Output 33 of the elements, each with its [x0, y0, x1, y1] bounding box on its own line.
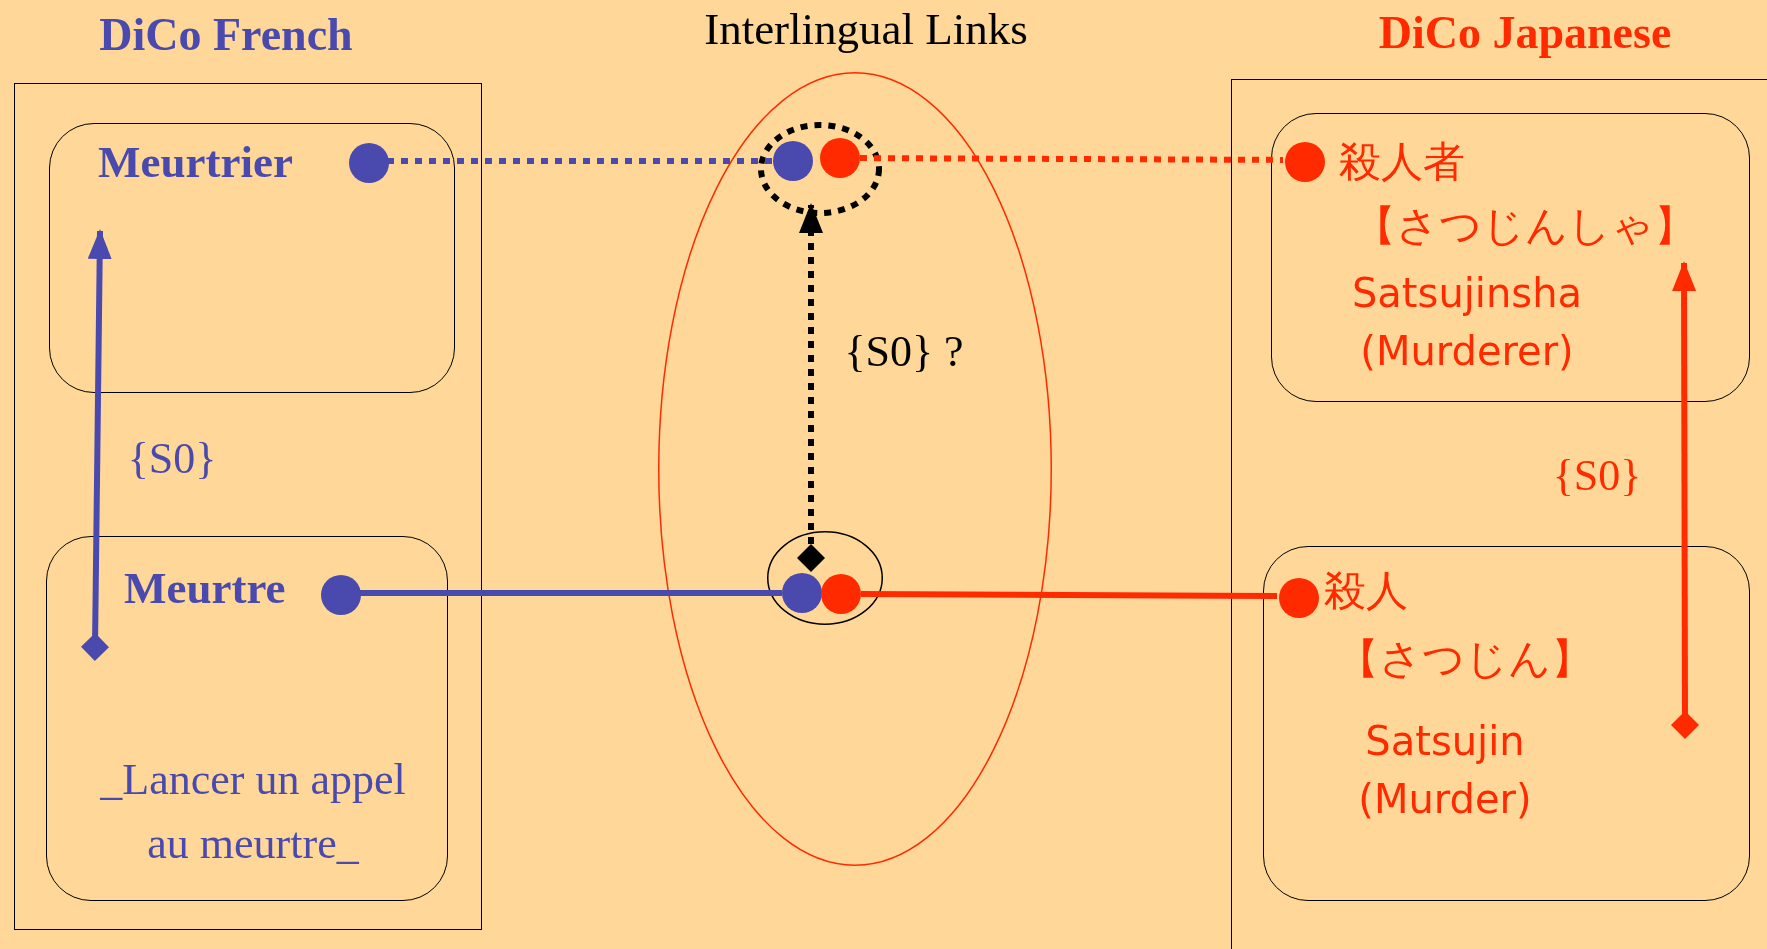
entry-gloss: _Lancer un appel au meurtre_ — [99, 754, 407, 870]
link-ellipse — [767, 531, 883, 625]
arrow — [1671, 261, 1699, 739]
link-dot — [821, 574, 861, 614]
link-line — [861, 591, 1277, 599]
link-dot — [349, 143, 389, 183]
link-dot — [782, 573, 822, 613]
link-line — [359, 590, 782, 596]
link-dot — [321, 575, 361, 615]
entry-reading: 【さつじん】 — [1337, 635, 1593, 683]
link-dot — [1285, 142, 1325, 182]
lexical-entry-box — [1263, 546, 1750, 901]
entry-gloss: Satsujinsha (Murderer) — [1350, 269, 1584, 376]
lexical-entry-box — [46, 536, 448, 901]
entry-headword: Meurtrier — [98, 138, 293, 188]
link-dot — [820, 138, 860, 178]
link-line — [860, 155, 1283, 163]
entry-headword: 殺人 — [1324, 567, 1408, 615]
lexical-entry-box — [49, 123, 455, 393]
arrow — [797, 203, 825, 572]
link-line — [387, 158, 773, 164]
panel-title: DiCo Japanese — [1378, 7, 1672, 59]
ellipse-title: Interlingual Links — [704, 5, 1028, 55]
lexical-entry-box — [1271, 113, 1750, 402]
link-dot — [773, 141, 813, 181]
entry-gloss: Satsujin (Murder) — [1357, 717, 1533, 824]
entry-headword: Meurtre — [124, 564, 286, 614]
panel-title: DiCo French — [99, 9, 353, 61]
entry-headword: 殺人者 — [1339, 138, 1465, 186]
link-ellipse — [758, 122, 882, 216]
entry-reading: 【さつじんしゃ】 — [1354, 202, 1696, 250]
arrow — [81, 229, 112, 661]
link-dot — [1279, 578, 1319, 618]
